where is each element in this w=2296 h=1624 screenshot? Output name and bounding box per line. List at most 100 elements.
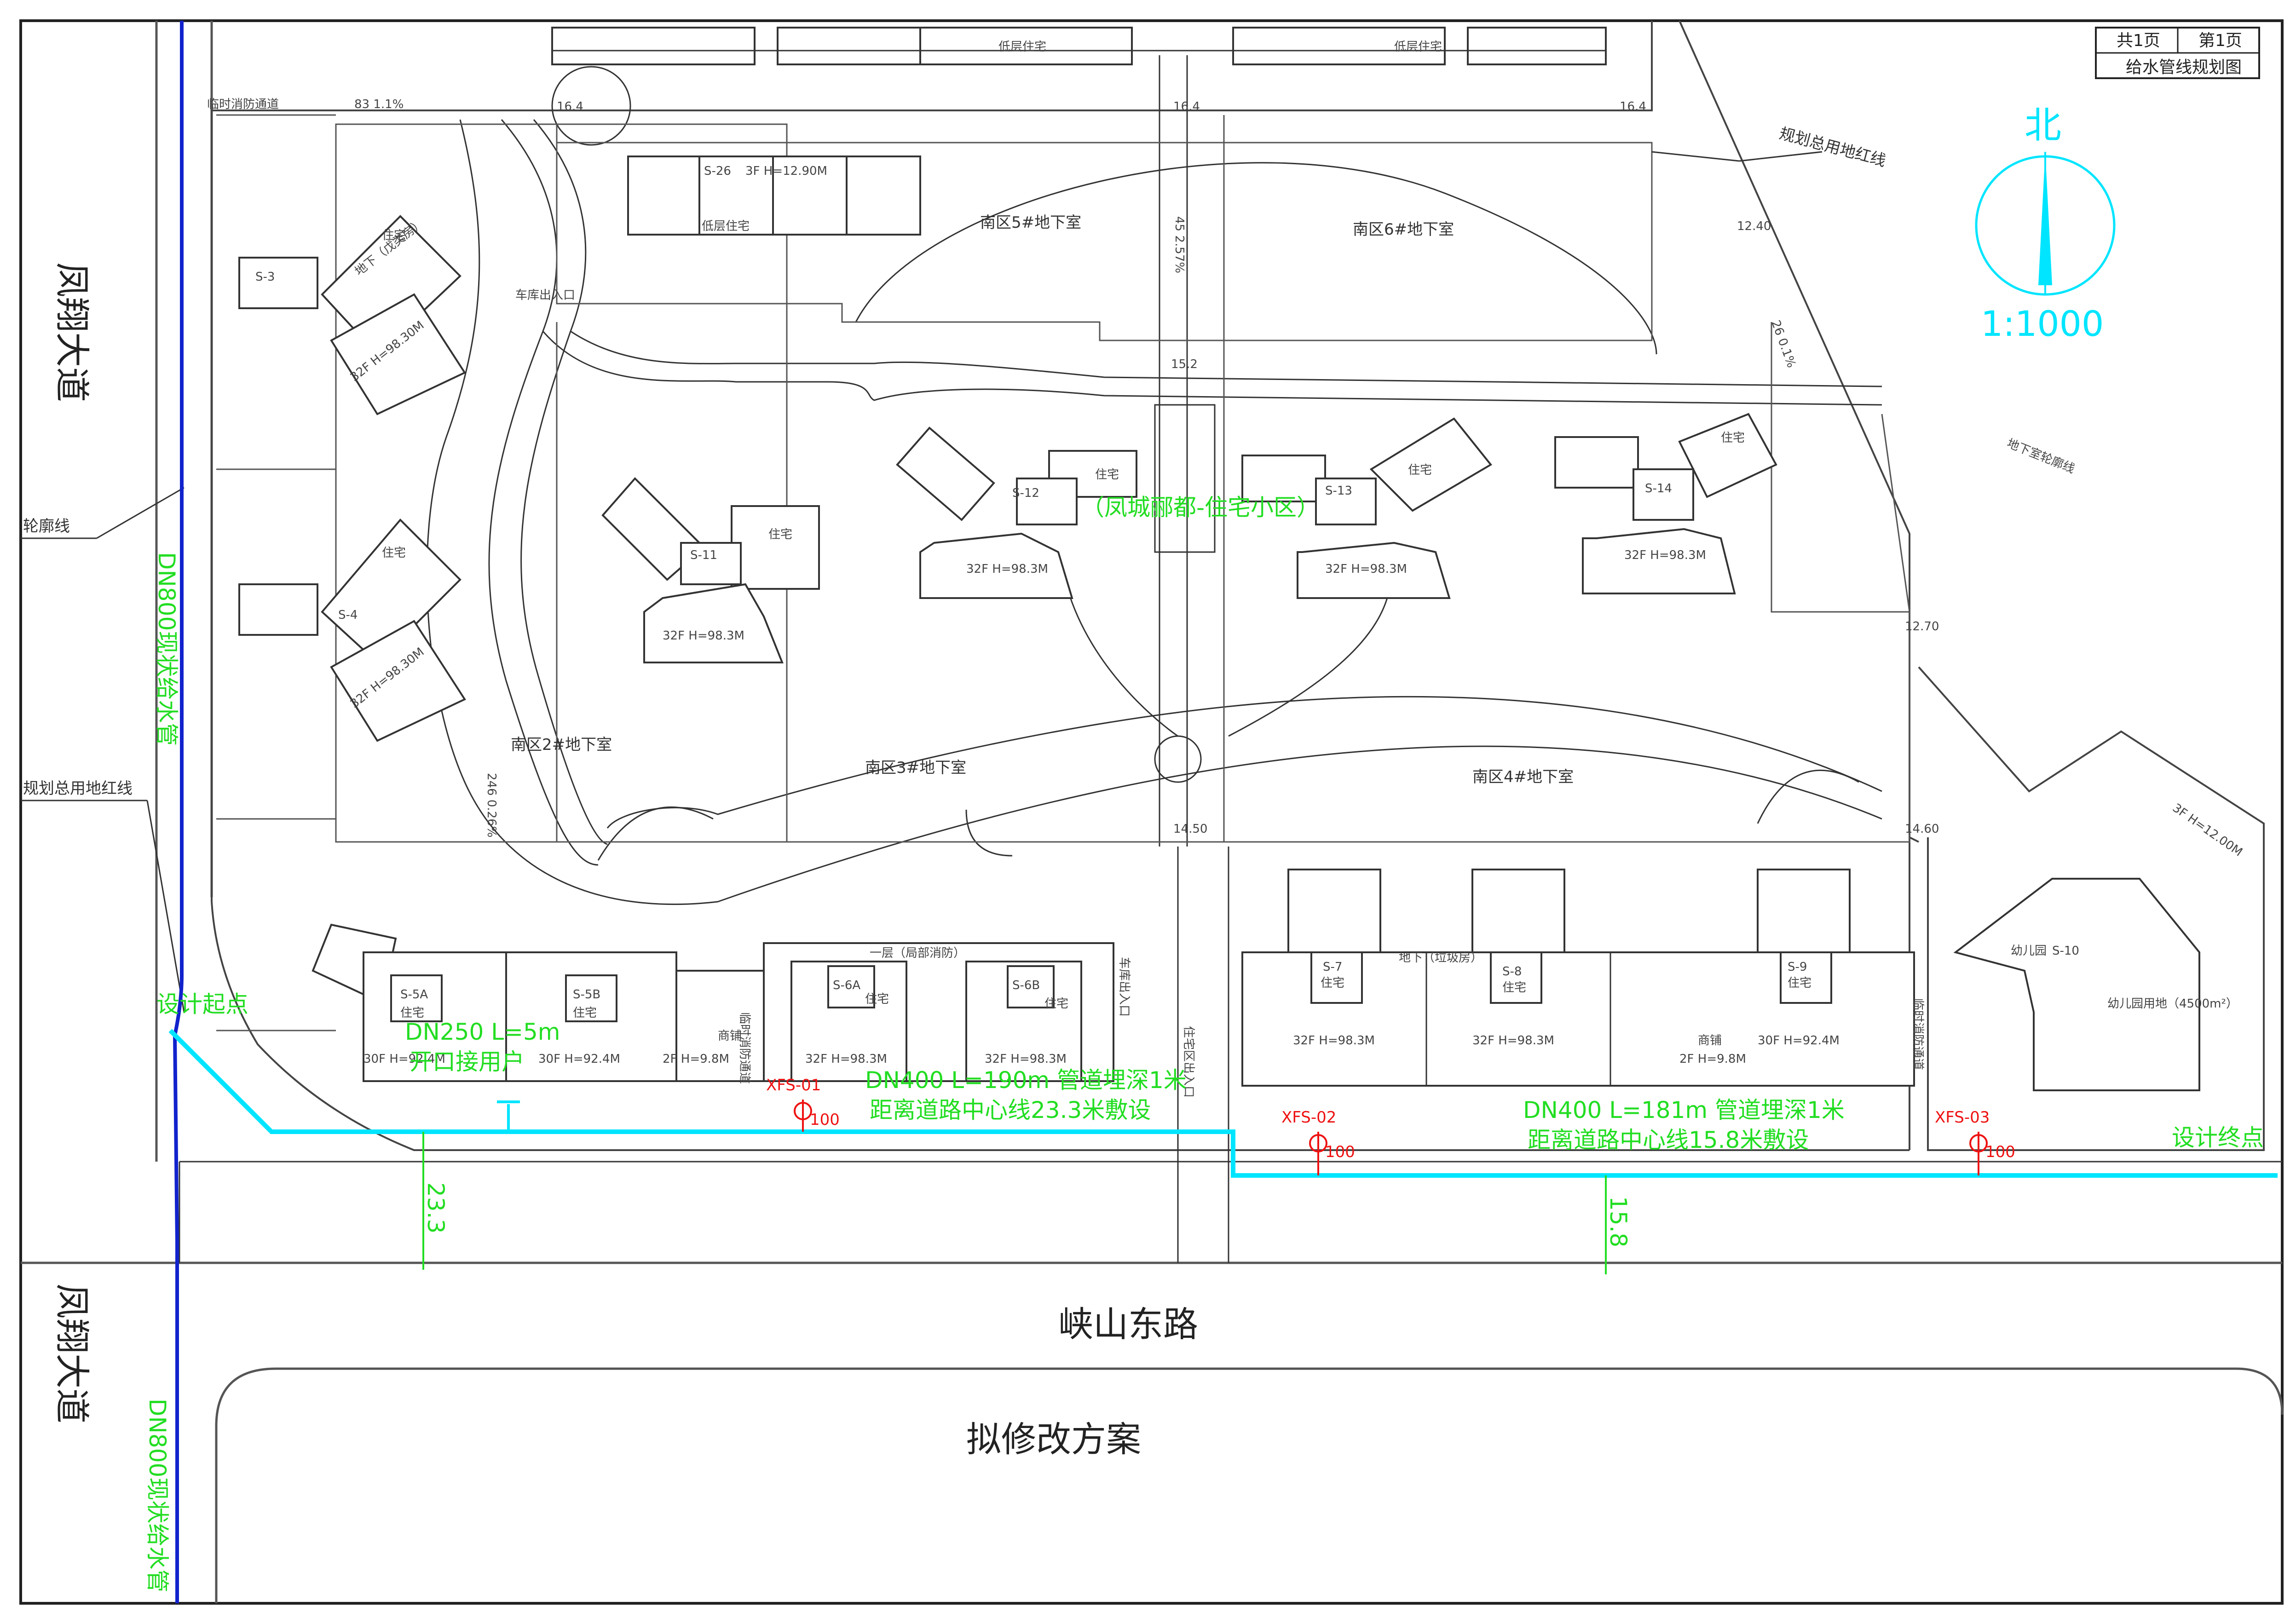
temp-fire-lane-2: 临时消防通道 xyxy=(738,1012,751,1084)
s14-id: S-14 xyxy=(1645,482,1672,495)
shop-1-label: 商铺 xyxy=(718,1029,742,1043)
s7-height: 32F H=98.3M xyxy=(1293,1034,1375,1048)
lowrise-label-1: 低层住宅 xyxy=(998,40,1046,54)
s5a-use: 住宅 xyxy=(400,1006,424,1020)
building-s13: S-13 住宅 32F H=98.3M xyxy=(1241,417,1493,599)
red-line-left-label: 规划总用地红线 xyxy=(23,779,133,798)
hydrant-1-size: 100 xyxy=(810,1111,840,1129)
existing-main-upper: DN800现状给水管 xyxy=(153,552,180,746)
s8-id: S-8 xyxy=(1502,965,1522,979)
end-point-label: 设计终点 xyxy=(2172,1124,2264,1151)
basement-outlines xyxy=(216,114,1910,1031)
hydrant-3-size: 100 xyxy=(1985,1143,2015,1161)
s6a-id: S-6A xyxy=(833,979,860,992)
west-road-lower-label: 凤翔大道 xyxy=(52,1284,92,1423)
seg1-text-2: 距离道路中心线23.3米敷设 xyxy=(870,1097,1151,1123)
s12-use: 住宅 xyxy=(1095,468,1119,482)
s5b-id: S-5B xyxy=(573,988,600,1002)
hydrant-xfs-03: XFS-03 100 xyxy=(1935,1108,2015,1175)
building-s5: S-5A 住宅 30F H=92.4M S-5B 住宅 30F H=92.4M … xyxy=(312,923,769,1082)
s8-height: 32F H=98.3M xyxy=(1472,1034,1554,1048)
s12-height: 32F H=98.3M xyxy=(966,562,1048,576)
s3-use: 住宅 xyxy=(382,229,406,242)
s5b-use: 住宅 xyxy=(573,1006,597,1020)
garage-entry-v: 车库出入口 xyxy=(1117,957,1131,1017)
hydrant-2-id: XFS-02 xyxy=(1281,1108,1336,1127)
s4-id: S-4 xyxy=(338,608,358,622)
pipe-annotations: DN250 L=5m 开口接用户 DN400 L=190m 管道埋深1米 距离道… xyxy=(144,552,2264,1592)
s9-use: 住宅 xyxy=(1788,976,1811,990)
shop-2-label: 商铺 xyxy=(1698,1034,1722,1048)
basement-2: 南区2#地下室 xyxy=(511,736,612,754)
building-s12: S-12 住宅 32F H=98.3M xyxy=(896,426,1137,599)
hydrant-xfs-02: XFS-02 100 xyxy=(1281,1108,1355,1175)
s10-site: 幼儿园用地（4500m²） xyxy=(2107,997,2238,1011)
s14-height: 32F H=98.3M xyxy=(1624,548,1706,562)
temp-fire-lane-top: 临时消防通道 xyxy=(207,98,279,111)
contour-line-label: 轮廓线 xyxy=(23,517,70,536)
s13-id: S-13 xyxy=(1325,484,1352,498)
s10-height: 3F H=12.00M xyxy=(2170,801,2245,859)
shop-2-height: 2F H=9.8M xyxy=(1679,1052,1746,1066)
slope-4: 26 0.1% xyxy=(1768,318,1798,369)
seg1-text-1: DN400 L=190m 管道埋深1米 xyxy=(865,1067,1187,1094)
seg2-text-2: 距离道路中心线15.8米敷设 xyxy=(1528,1127,1809,1153)
basement-line-label: 地下室轮廓线 xyxy=(2005,437,2077,476)
red-line-top-label: 规划总用地红线 xyxy=(1777,124,1888,170)
building-s3: S-3 住宅 地下（戊类房） 32F H=98.30M xyxy=(238,215,466,415)
lowrise-label-2: 低层住宅 xyxy=(1394,40,1442,54)
s10-use: 幼儿园 xyxy=(2011,944,2047,958)
total-pages: 共1页 xyxy=(2117,31,2160,50)
s4-use: 住宅 xyxy=(382,546,406,560)
offset-1: 23.3 xyxy=(422,1182,449,1233)
elev-8: 12.70 xyxy=(1905,620,1939,633)
branch-text-1: DN250 L=5m xyxy=(405,1019,560,1045)
temp-fire-lane-3: 临时消防通道 xyxy=(1911,998,1925,1070)
elev-3: 16.4 xyxy=(1620,100,1646,114)
slope-1: 83 1.1% xyxy=(354,98,404,111)
s7-use: 住宅 xyxy=(1321,976,1344,990)
s5a-height: 30F H=92.4M xyxy=(363,1052,445,1066)
proposed-pipeline xyxy=(168,1029,2278,1178)
s13-use: 住宅 xyxy=(1408,463,1432,477)
s11-id: S-11 xyxy=(690,548,717,562)
building-s11: S-11 住宅 32F H=98.3M xyxy=(601,477,820,663)
s6b-id: S-6B xyxy=(1012,979,1040,992)
elev-1: 16.4 xyxy=(557,100,583,114)
s6a-height: 32F H=98.3M xyxy=(805,1052,887,1066)
shop-1-height: 2F H=9.8M xyxy=(663,1052,729,1066)
s6b-height: 32F H=98.3M xyxy=(985,1052,1067,1066)
south-road-label: 峡山东路 xyxy=(1058,1304,1198,1345)
branch-text-2: 开口接用户 xyxy=(410,1048,525,1075)
building-s6: 一层（局部消防） S-6A 住宅 32F H=98.3M S-6B 住宅 32F… xyxy=(763,942,1114,1082)
podium-6-label: 一层（局部消防） xyxy=(870,946,965,960)
s10-id: S-10 xyxy=(2052,944,2079,958)
north-label: 北 xyxy=(2025,104,2061,147)
lowrise-label-3: 低层住宅 xyxy=(702,219,750,233)
hydrant-1-id: XFS-01 xyxy=(766,1076,821,1094)
building-s14: S-14 住宅 32F H=98.3M xyxy=(1554,413,1777,594)
top-lowrise-row: 低层住宅 低层住宅 S-26 3F H=12.90M 低层住宅 xyxy=(551,27,1607,236)
start-point-label: 设计起点 xyxy=(156,991,248,1018)
existing-main-line xyxy=(173,21,184,1603)
s11-use: 住宅 xyxy=(768,528,792,541)
podium-8-label: 地下（垃圾房） xyxy=(1399,951,1483,965)
scale-label: 1:1000 xyxy=(1981,303,2104,344)
s13-height: 32F H=98.3M xyxy=(1325,562,1407,576)
building-s4: S-4 住宅 32F H=98.30M xyxy=(238,518,466,742)
basement-3: 南区3#地下室 xyxy=(865,759,966,777)
site-boundary xyxy=(211,20,2265,1151)
s5b-height: 30F H=92.4M xyxy=(538,1052,620,1066)
s6a-use: 住宅 xyxy=(865,992,889,1006)
drawing-frame xyxy=(19,19,2284,1605)
revision-note: 拟修改方案 xyxy=(966,1419,1141,1460)
page-number: 第1页 xyxy=(2198,31,2242,50)
elev-5: 14.50 xyxy=(1173,822,1207,836)
slope-3: 45 2.57% xyxy=(1172,216,1186,273)
garage-entry-top: 车库出入口 xyxy=(515,288,575,302)
elev-4: 15.2 xyxy=(1171,357,1198,371)
elev-6: 14.60 xyxy=(1905,822,1939,836)
s9-height: 30F H=92.4M xyxy=(1758,1034,1840,1048)
building-s10: 幼儿园 S-10 幼儿园用地（4500m²） 3F H=12.00M xyxy=(1953,801,2245,1091)
